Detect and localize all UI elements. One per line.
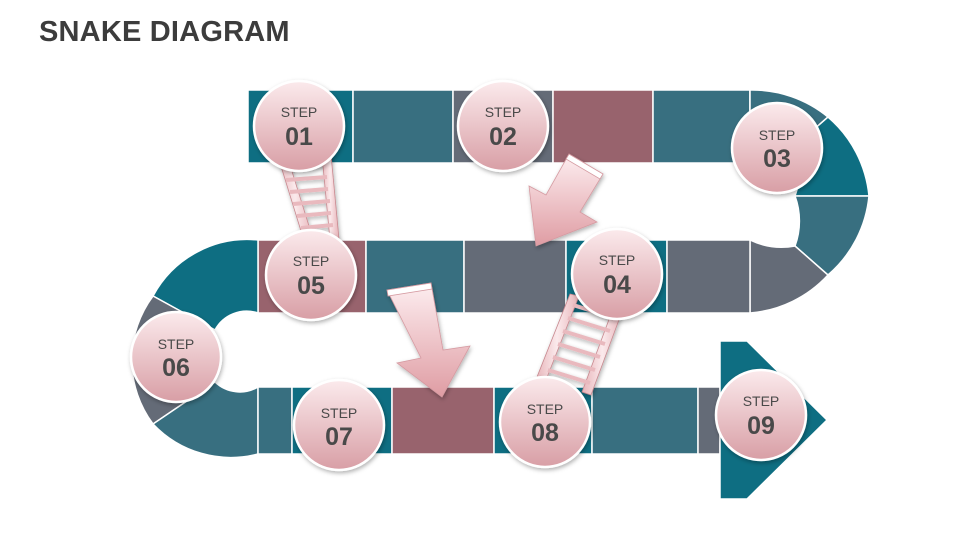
step-06-number: 06 (162, 354, 190, 382)
step-01-number: 01 (285, 123, 313, 151)
track-cell (391, 386, 495, 455)
step-05: STEP 05 (264, 228, 358, 322)
down-arrow-step05-to-step07 (386, 282, 471, 398)
ladder-step01-to-step05 (275, 143, 340, 245)
step-02-label: STEP (485, 104, 522, 120)
step-05-label: STEP (293, 253, 330, 269)
step-09: STEP 09 (714, 368, 808, 462)
track-cell (463, 239, 567, 314)
step-07-label: STEP (321, 405, 358, 421)
step-09-number: 09 (747, 412, 775, 440)
step-03-number: 03 (763, 145, 791, 173)
track-cell (352, 89, 454, 164)
step-03-label: STEP (759, 127, 796, 143)
step-08-number: 08 (531, 419, 559, 447)
step-06: STEP 06 (129, 310, 223, 404)
track-cell (666, 239, 751, 314)
step-07-number: 07 (325, 423, 353, 451)
step-04-number: 04 (603, 271, 631, 299)
step-04: STEP 04 (570, 227, 664, 321)
step-05-number: 05 (297, 272, 325, 300)
track-turn-left-inner (221, 313, 258, 387)
step-09-label: STEP (743, 393, 780, 409)
step-07: STEP 07 (292, 378, 386, 472)
down-arrow-step03-to-step04 (528, 153, 604, 247)
step-08-label: STEP (527, 401, 564, 417)
step-06-label: STEP (158, 336, 195, 352)
step-01-label: STEP (281, 104, 318, 120)
step-04-label: STEP (599, 252, 636, 268)
step-02-number: 02 (489, 123, 517, 151)
page-title: SNAKE DIAGRAM (39, 16, 290, 48)
step-01: STEP 01 (252, 79, 346, 173)
step-02: STEP 02 (456, 79, 550, 173)
step-08: STEP 08 (498, 375, 592, 469)
track-cell (591, 386, 699, 455)
track-cell (552, 89, 654, 164)
track-cell (257, 386, 293, 455)
step-03: STEP 03 (730, 101, 824, 195)
